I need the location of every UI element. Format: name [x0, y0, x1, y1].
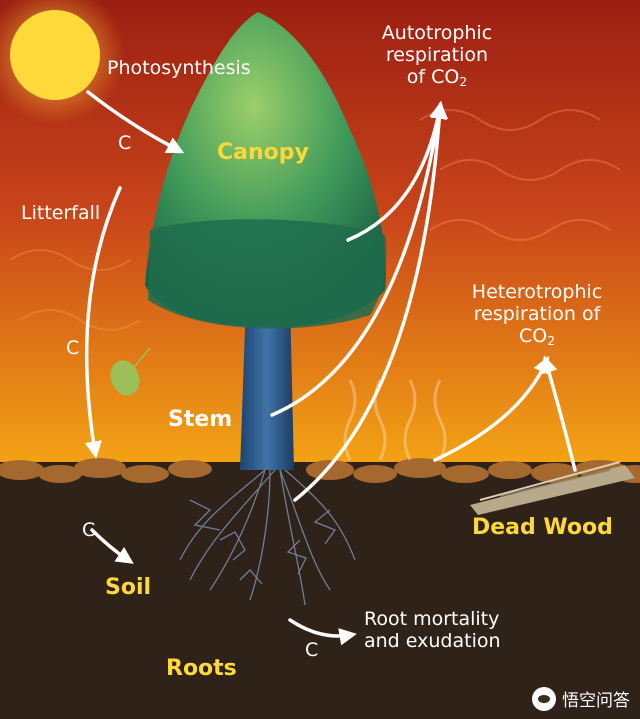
litterfall-label: Litterfall [21, 203, 100, 225]
chat-bubble-icon [532, 687, 556, 711]
root-mortality-line-2: and exudation [364, 631, 501, 653]
root-mortality-line-1: Root mortality [364, 609, 501, 631]
dead-wood-label: Dead Wood [472, 515, 613, 540]
heterotrophic-line-3: CO2 [452, 326, 622, 348]
root-mortality-label: Root mortality and exudation [364, 609, 501, 653]
heterotrophic-co2-text: CO [519, 325, 547, 347]
autotrophic-respiration-label: Autotrophic respiration of CO2 [362, 23, 512, 89]
autotrophic-co2-text: of CO [407, 66, 460, 88]
carbon-label-litterfall: C [66, 338, 79, 360]
autotrophic-line-3: of CO2 [362, 67, 512, 89]
roots-label: Roots [166, 656, 237, 681]
watermark: 悟空问答 [532, 686, 630, 711]
co2-subscript: 2 [459, 75, 467, 89]
heterotrophic-line-2: respiration of [452, 304, 622, 326]
soil-background [0, 462, 640, 719]
carbon-label-photosynthesis: C [118, 133, 131, 155]
carbon-label-roots: C [305, 640, 318, 662]
heterotrophic-respiration-label: Heterotrophic respiration of CO2 [452, 282, 622, 348]
soil-label: Soil [105, 575, 151, 600]
sun-icon [10, 10, 100, 100]
autotrophic-line-1: Autotrophic [362, 23, 512, 45]
watermark-text: 悟空问答 [562, 686, 630, 711]
co2-subscript: 2 [547, 334, 555, 348]
canopy-label: Canopy [217, 140, 309, 165]
photosynthesis-label: Photosynthesis [107, 58, 251, 80]
autotrophic-line-2: respiration [362, 45, 512, 67]
stem-label: Stem [168, 407, 232, 432]
carbon-label-soil: C [82, 520, 95, 542]
heterotrophic-line-1: Heterotrophic [452, 282, 622, 304]
